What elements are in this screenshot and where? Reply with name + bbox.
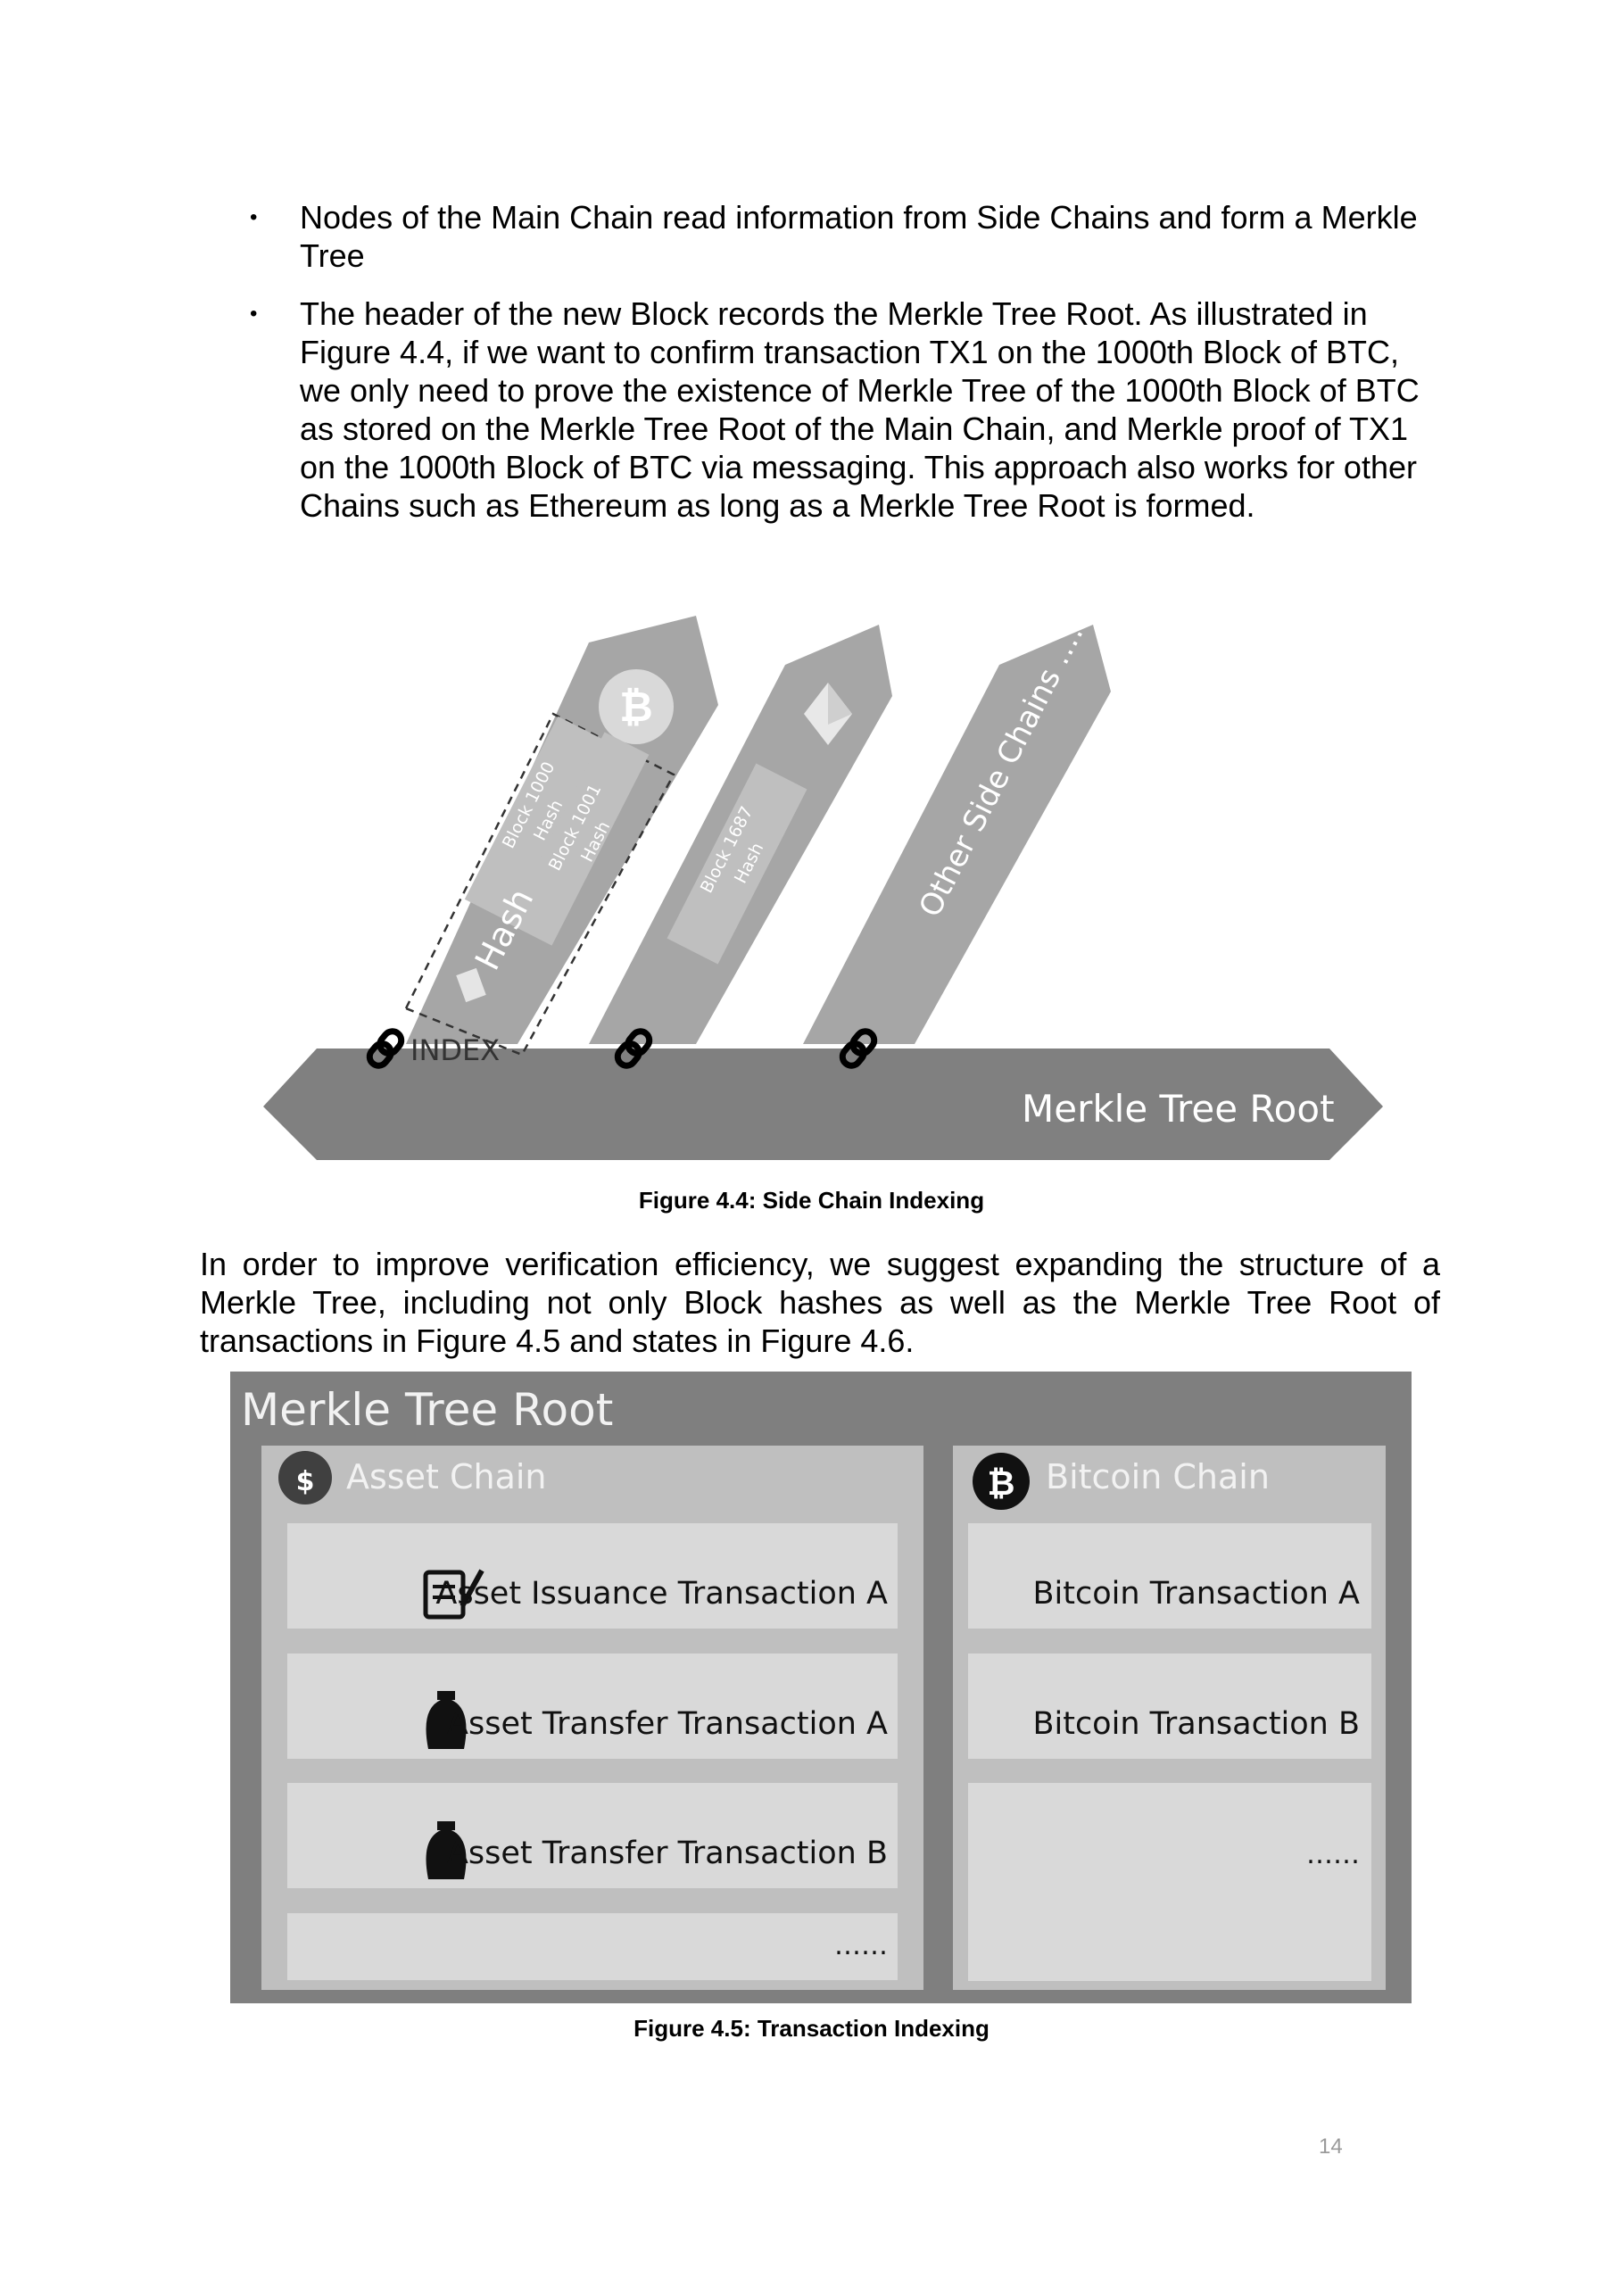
page-number: 14 — [1319, 2134, 1343, 2159]
bitcoin-row — [968, 1783, 1371, 1981]
asset-row — [287, 1913, 898, 1980]
chain-link-icon — [839, 1028, 878, 1069]
figure-caption: Figure 4.5: Transaction Indexing — [633, 2015, 990, 2042]
bitcoin-row — [968, 1523, 1371, 1629]
document-icon — [456, 967, 486, 1003]
figure-transaction-indexing: Merkle Tree Root $ Asset Chain Asset Iss… — [230, 1372, 1412, 2003]
asset-chain-title: Asset Chain — [346, 1457, 547, 1496]
bitcoin-icon — [973, 1453, 1030, 1510]
chain-link-icon — [366, 1028, 405, 1069]
asset-row — [287, 1523, 898, 1629]
bitcoin-chain-title: Bitcoin Chain — [1046, 1457, 1270, 1496]
other-side-chain-arrow — [803, 625, 1111, 1044]
bitcoin-icon-glyph: ₿ — [988, 1463, 1015, 1503]
asset-row-label: Asset Issuance Transaction A — [435, 1576, 888, 1612]
figure-caption: Figure 4.4: Side Chain Indexing — [638, 1187, 985, 1214]
bitcoin-icon — [599, 669, 674, 744]
block-1000-box — [464, 716, 603, 923]
bullet-item: • The header of the new Block records th… — [250, 294, 1445, 525]
bitcoin-row-label: …… — [1306, 1839, 1360, 1870]
asset-row — [287, 1783, 898, 1888]
merkle-root-title: Merkle Tree Root — [241, 1384, 613, 1436]
bullet-dot: • — [250, 205, 258, 229]
bitcoin-icon-glyph: ₿ — [619, 683, 653, 731]
figure-side-chain-indexing: ₿ Block 1000 Hash Block 1001 Hash Hash B… — [263, 601, 1383, 1160]
asset-icon-glyph: $ — [296, 1466, 315, 1497]
asset-row-label: Asset Transfer Transaction B — [447, 1836, 888, 1871]
main-chain-arrow — [263, 1049, 1383, 1160]
block-1001-box — [507, 732, 650, 946]
index-label: INDEX — [410, 1033, 500, 1067]
bitcoin-row-label: Bitcoin Transaction B — [1032, 1706, 1360, 1742]
block-1687-box — [667, 763, 807, 965]
asset-row-label: …… — [834, 1930, 888, 1961]
asset-icon — [278, 1451, 332, 1504]
body-paragraph: In order to improve verification efficie… — [200, 1246, 1440, 1359]
index-dashed-box — [404, 712, 675, 1057]
money-bag-icon — [426, 1691, 467, 1749]
bullet-text: The header of the new Block records the … — [300, 295, 1420, 524]
asset-row-label: Asset Transfer Transaction A — [447, 1706, 888, 1742]
merkle-tree-root-label: Merkle Tree Root — [1022, 1087, 1335, 1131]
bullet-dot: • — [250, 302, 258, 326]
bitcoin-row — [968, 1654, 1371, 1759]
chain-link-icon — [614, 1028, 653, 1069]
ethereum-icon-shade — [828, 683, 852, 725]
bullet-text: Nodes of the Main Chain read information… — [300, 199, 1418, 274]
bullet-item: • Nodes of the Main Chain read informati… — [250, 198, 1445, 275]
document-edit-icon — [423, 1569, 484, 1620]
money-bag-icon — [426, 1821, 467, 1879]
bitcoin-row-label: Bitcoin Transaction A — [1033, 1576, 1360, 1612]
asset-row — [287, 1654, 898, 1759]
bullet-list: • Nodes of the Main Chain read informati… — [250, 198, 1445, 544]
